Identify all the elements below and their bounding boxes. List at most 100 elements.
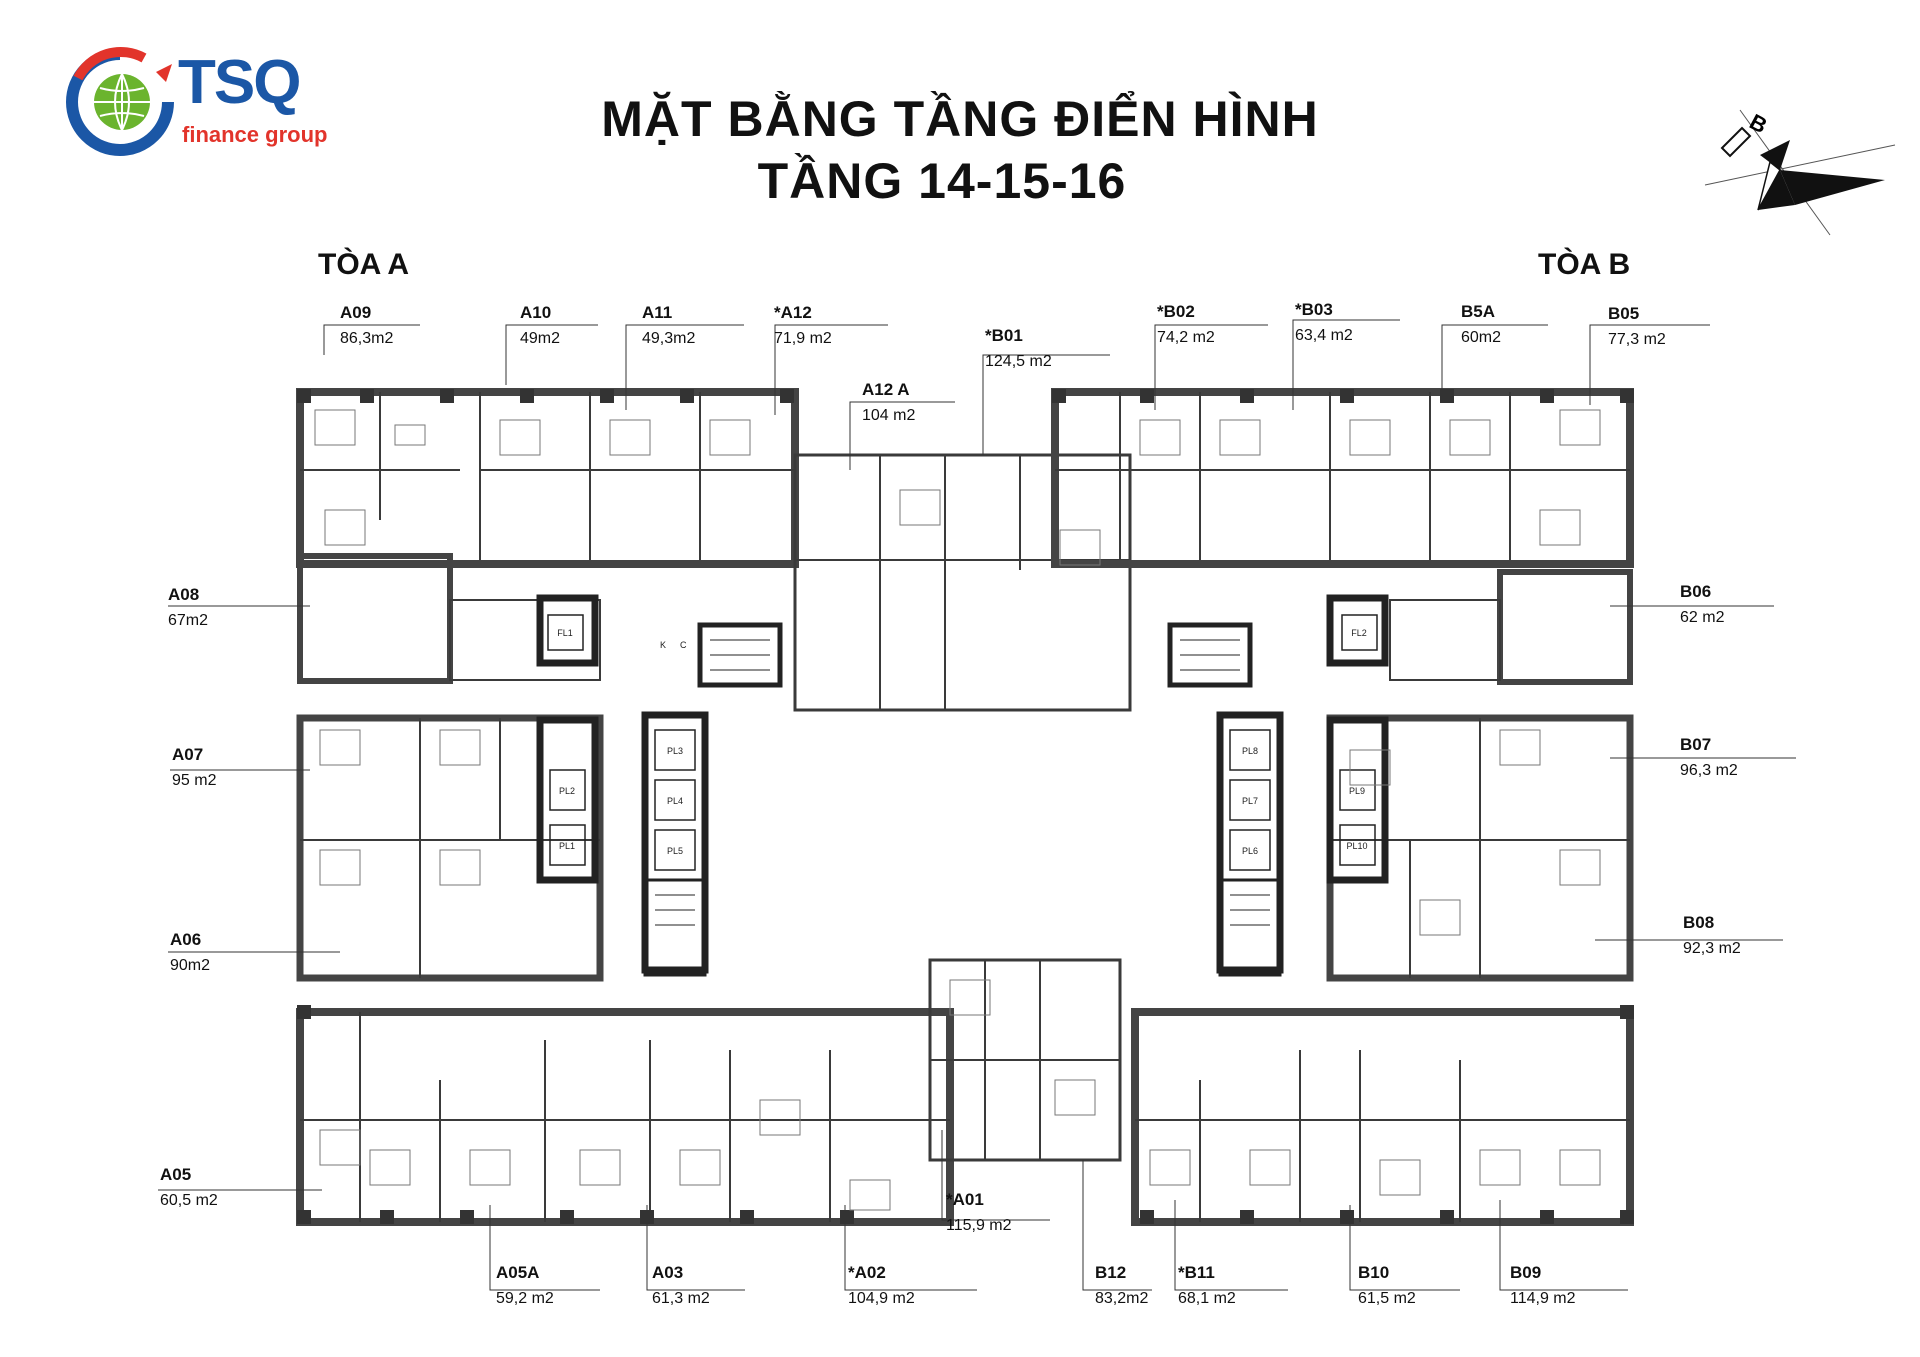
plan-cores — [536, 594, 1389, 977]
unit-b06[interactable]: B06 62 m2 — [1680, 582, 1724, 628]
unit-a06[interactable]: A06 90m2 — [170, 930, 210, 976]
unit-b07[interactable]: B07 96,3 m2 — [1680, 735, 1738, 781]
unit-area: 95 m2 — [172, 772, 217, 789]
unit-b03[interactable]: *B03 63,4 m2 — [1295, 300, 1353, 346]
core-label-pl2: PL2 — [559, 786, 575, 796]
unit-a05a[interactable]: A05A 59,2 m2 — [496, 1263, 554, 1309]
unit-area: 115,9 m2 — [946, 1217, 1012, 1234]
page-title: MẶT BẰNG TẦNG ĐIỂN HÌNH — [601, 91, 1319, 147]
unit-code: B10 — [1358, 1263, 1390, 1282]
unit-area: 90m2 — [170, 957, 211, 974]
unit-b09[interactable]: B09 114,9 m2 — [1510, 1263, 1576, 1309]
unit-code: A03 — [652, 1263, 684, 1282]
unit-code: B05 — [1608, 304, 1640, 323]
unit-a11[interactable]: A11 49,3m2 — [642, 303, 695, 349]
unit-code: *A01 — [946, 1190, 984, 1209]
unit-code: A06 — [170, 930, 202, 949]
tower-b-label: TÒA B — [1538, 248, 1631, 281]
tower-a-label: TÒA A — [318, 248, 410, 281]
unit-code: *B02 — [1157, 302, 1195, 321]
unit-b5a[interactable]: B5A 60m2 — [1461, 302, 1501, 348]
unit-area: 96,3 m2 — [1680, 762, 1738, 779]
unit-b02[interactable]: *B02 74,2 m2 — [1157, 302, 1215, 348]
unit-code: A05 — [160, 1165, 192, 1184]
tsq-logo: TSQ finance group — [60, 42, 350, 162]
unit-area: 62 m2 — [1680, 609, 1725, 626]
unit-code: B06 — [1680, 582, 1712, 601]
unit-a07[interactable]: A07 95 m2 — [172, 745, 216, 791]
core-label-k: K — [660, 640, 666, 650]
unit-b11[interactable]: *B11 68,1 m2 — [1178, 1263, 1236, 1309]
unit-code: B12 — [1095, 1263, 1127, 1282]
plan-furniture — [314, 409, 1601, 1211]
unit-b01[interactable]: *B01 124,5 m2 — [985, 326, 1052, 372]
core-label-pl4: PL4 — [667, 796, 683, 806]
unit-area: 71,9 m2 — [774, 330, 832, 347]
unit-a10[interactable]: A10 49m2 — [520, 303, 560, 349]
unit-code: B5A — [1461, 302, 1496, 321]
plan-walls — [296, 388, 1634, 1226]
unit-area: 49,3m2 — [642, 330, 696, 347]
core-label-pl9: PL9 — [1349, 786, 1365, 796]
globe-logo-icon — [66, 47, 174, 156]
unit-code: *B11 — [1178, 1263, 1215, 1282]
core-label-pl6: PL6 — [1242, 846, 1258, 856]
unit-area: 63,4 m2 — [1295, 327, 1353, 344]
core-label-pl1: PL1 — [559, 841, 575, 851]
unit-b05[interactable]: B05 77,3 m2 — [1608, 304, 1666, 350]
unit-area: 77,3 m2 — [1608, 331, 1666, 348]
logo-tagline: finance group — [182, 122, 328, 147]
unit-code: A07 — [172, 745, 204, 764]
unit-area: 83,2m2 — [1095, 1290, 1149, 1307]
page-subtitle: TẦNG 14-15-16 — [757, 153, 1127, 209]
core-label-c: C — [680, 640, 687, 650]
unit-area: 61,5 m2 — [1358, 1290, 1416, 1307]
core-label-pl5: PL5 — [667, 846, 683, 856]
unit-a08[interactable]: A08 67m2 — [168, 585, 208, 631]
unit-area: 60,5 m2 — [160, 1192, 218, 1209]
unit-area: 67m2 — [168, 612, 209, 629]
unit-area: 74,2 m2 — [1157, 329, 1215, 346]
unit-area: 86,3m2 — [340, 330, 394, 347]
core-labels: FL1 FL2 PL2 PL1 PL3 PL4 PL5 PL8 PL7 PL6 … — [557, 628, 1367, 856]
logo-brand-text: TSQ — [178, 48, 301, 117]
unit-area: 60m2 — [1461, 329, 1502, 346]
unit-area: 68,1 m2 — [1178, 1290, 1236, 1307]
unit-code: *A02 — [848, 1263, 886, 1282]
core-label-pl10: PL10 — [1346, 841, 1367, 851]
unit-code: A11 — [642, 303, 673, 322]
unit-area: 61,3 m2 — [652, 1290, 710, 1307]
compass-icon: B — [1704, 109, 1896, 236]
leader-lines — [158, 319, 1796, 1291]
core-label-fl1: FL1 — [557, 628, 573, 638]
unit-a03[interactable]: A03 61,3 m2 — [652, 1263, 710, 1309]
unit-code: B08 — [1683, 913, 1715, 932]
unit-area: 104 m2 — [862, 407, 916, 424]
unit-a01[interactable]: *A01 115,9 m2 — [946, 1190, 1012, 1236]
unit-b10[interactable]: B10 61,5 m2 — [1358, 1263, 1416, 1309]
unit-area: 104,9 m2 — [848, 1290, 915, 1307]
unit-code: B07 — [1680, 735, 1712, 754]
unit-a12a[interactable]: A12 A 104 m2 — [862, 380, 915, 426]
unit-b12[interactable]: B12 83,2m2 — [1095, 1263, 1148, 1309]
unit-a09[interactable]: A09 86,3m2 — [340, 303, 393, 349]
unit-a05[interactable]: A05 60,5 m2 — [160, 1165, 218, 1211]
core-label-pl8: PL8 — [1242, 746, 1258, 756]
unit-code: A08 — [168, 585, 200, 604]
unit-a02[interactable]: *A02 104,9 m2 — [848, 1263, 915, 1309]
unit-code: A10 — [520, 303, 552, 322]
unit-b08[interactable]: B08 92,3 m2 — [1683, 913, 1741, 959]
unit-code: A12 A — [862, 380, 910, 399]
unit-area: 59,2 m2 — [496, 1290, 554, 1307]
unit-area: 92,3 m2 — [1683, 940, 1741, 957]
unit-area: 49m2 — [520, 330, 561, 347]
unit-code: B09 — [1510, 1263, 1542, 1282]
unit-code: A09 — [340, 303, 372, 322]
unit-code: *B01 — [985, 326, 1023, 345]
unit-a12[interactable]: *A12 71,9 m2 — [774, 303, 832, 349]
unit-code: *A12 — [774, 303, 812, 322]
unit-code: A05A — [496, 1263, 540, 1282]
unit-area: 114,9 m2 — [1510, 1290, 1576, 1307]
